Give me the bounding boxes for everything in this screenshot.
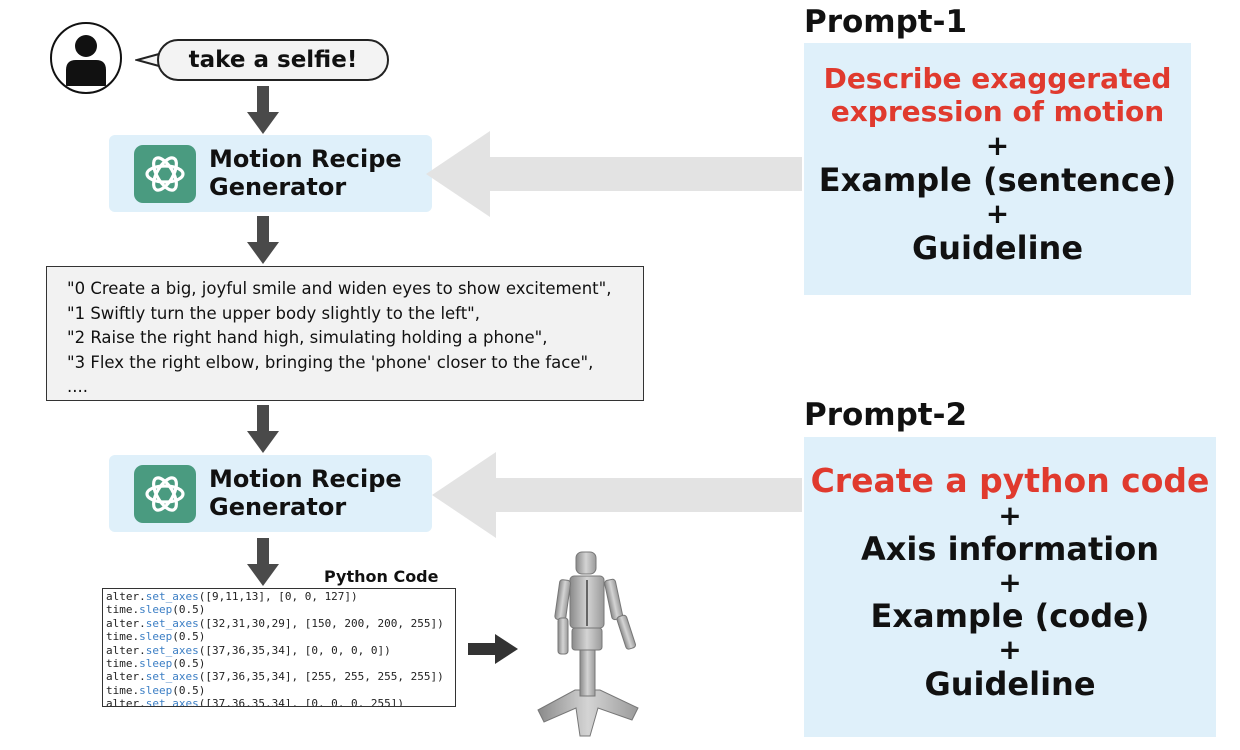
speech-bubble: take a selfie! xyxy=(157,39,389,81)
recipe-line: .... xyxy=(67,377,88,396)
prompt-2-highlight: Create a python code xyxy=(810,461,1210,500)
down-arrow-icon xyxy=(247,405,279,453)
code-line: time.sleep(0.5) xyxy=(106,603,206,617)
prompt-2-item-2: Example (code) xyxy=(870,597,1150,635)
code-line: time.sleep(0.5) xyxy=(106,657,206,671)
openai-logo-icon xyxy=(134,145,196,203)
prompt-2-item-1: Axis information xyxy=(861,530,1159,568)
code-line: time.sleep(0.5) xyxy=(106,630,206,644)
python-code-box: alter.set_axes([9,11,13], [0, 0, 127]) t… xyxy=(102,588,456,707)
android-robot-image xyxy=(537,551,639,737)
prompt-2-box: Create a python code + Axis information … xyxy=(804,437,1216,737)
prompt-1-title: Prompt-1 xyxy=(804,4,968,40)
right-arrow-icon xyxy=(468,634,518,664)
down-arrow-icon xyxy=(247,538,279,586)
generator-label-line2: Generator xyxy=(209,173,347,201)
motion-recipe-generator-1: Motion Recipe Generator xyxy=(109,135,432,212)
motion-recipe-list: "0 Create a big, joyful smile and widen … xyxy=(46,266,644,401)
user-message: take a selfie! xyxy=(188,47,358,73)
user-avatar-icon xyxy=(50,22,122,94)
generator-label-line1: Motion Recipe xyxy=(209,465,402,493)
code-line: time.sleep(0.5) xyxy=(106,683,206,697)
prompt-1-highlight-line1: Describe exaggerated xyxy=(823,62,1172,95)
prompt-1-item-2: Guideline xyxy=(911,229,1084,267)
down-arrow-icon xyxy=(247,86,279,134)
recipe-line: "0 Create a big, joyful smile and widen … xyxy=(67,279,612,298)
code-line: alter.set_axes([9,11,13], [0, 0, 127]) xyxy=(106,590,358,603)
openai-logo-icon xyxy=(134,465,196,523)
prompt-2-item-3: Guideline xyxy=(924,665,1096,703)
plus-sign: + xyxy=(998,566,1022,599)
recipe-line: "3 Flex the right elbow, bringing the 'p… xyxy=(67,352,594,372)
plus-sign: + xyxy=(998,499,1022,532)
code-line: alter.set_axes([32,31,30,29], [150, 200,… xyxy=(106,616,444,630)
code-line: alter.set_axes([37,36,35,34], [0, 0, 0, … xyxy=(106,643,391,657)
speech-bubble-tail xyxy=(135,53,160,67)
prompt-1-box: Describe exaggerated expression of motio… xyxy=(804,43,1191,295)
prompt-1-item-1: Example (sentence) xyxy=(818,161,1177,199)
recipe-line: "2 Raise the right hand high, simulating… xyxy=(67,328,548,347)
plus-sign: + xyxy=(985,129,1010,162)
recipe-line: "1 Swiftly turn the upper body slightly … xyxy=(67,303,480,323)
plus-sign: + xyxy=(985,197,1010,230)
generator-label-line2: Generator xyxy=(209,493,347,521)
down-arrow-icon xyxy=(247,216,279,264)
code-line: alter.set_axes([37,36,35,34], [0, 0, 0, … xyxy=(106,697,405,707)
prompt-1-highlight-line2: expression of motion xyxy=(830,95,1165,128)
prompt-2-arrow-icon xyxy=(432,452,802,538)
python-code-title: Python Code xyxy=(324,567,439,586)
motion-recipe-generator-2: Motion Recipe Generator xyxy=(109,455,432,532)
prompt-2-title: Prompt-2 xyxy=(804,397,968,433)
prompt-1-arrow-icon xyxy=(426,131,802,217)
plus-sign: + xyxy=(998,633,1022,666)
generator-label-line1: Motion Recipe xyxy=(209,145,402,173)
code-line: alter.set_axes([37,36,35,34], [255, 255,… xyxy=(106,670,444,684)
